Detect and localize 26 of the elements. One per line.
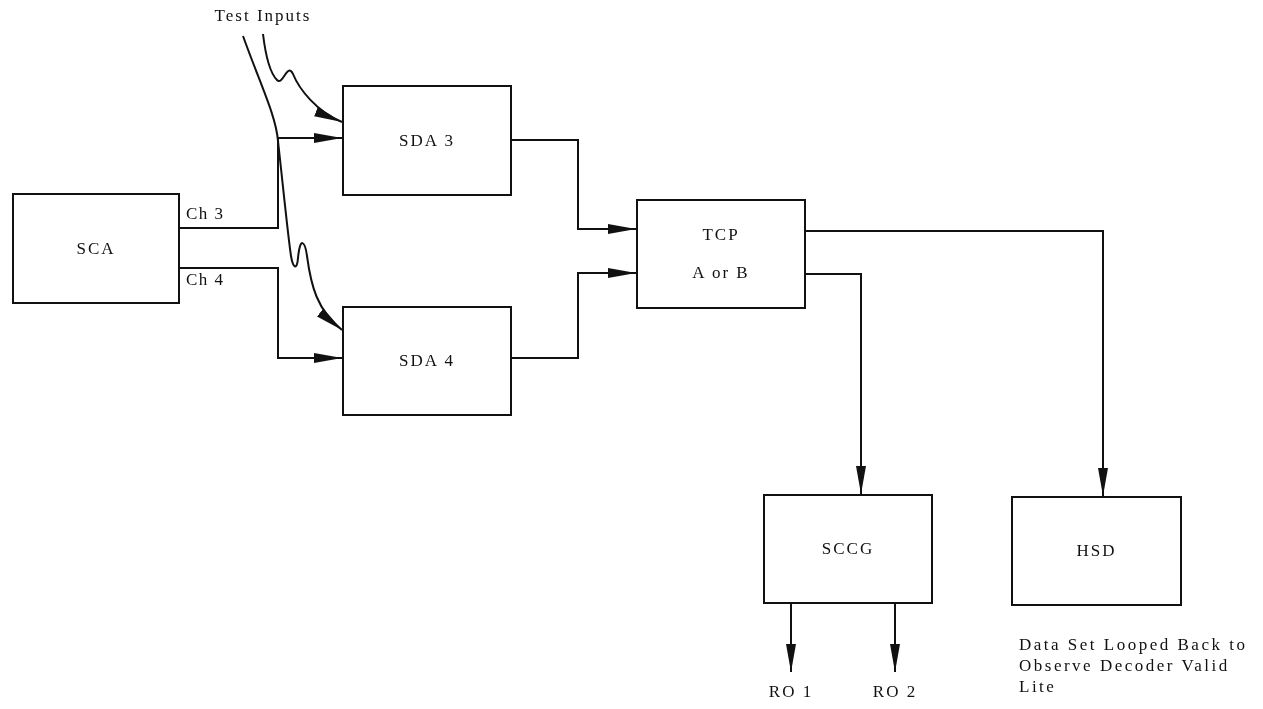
box-label: SCCG [821, 539, 875, 559]
box-label: HSD [1076, 541, 1117, 561]
input-label: Test Inputs [214, 6, 312, 26]
arrow [805, 273, 866, 495]
process-box [342, 85, 512, 196]
output-label: RO 1 [768, 682, 814, 702]
box-label: SDA 4 [399, 351, 455, 371]
box-label: SCA [76, 238, 116, 259]
process-box [342, 306, 512, 416]
note-text: Data Set Looped Back to Observe Decoder Valid Lite [1019, 634, 1249, 697]
process-box [636, 199, 806, 309]
arrow [262, 33, 343, 123]
arrow [511, 268, 637, 359]
arrow [786, 603, 796, 673]
arrow [179, 133, 343, 229]
box-label: SDA 3 [399, 130, 455, 151]
arrow [805, 230, 1108, 497]
arrow [890, 603, 900, 673]
arrow [242, 35, 343, 331]
process-box [763, 494, 933, 604]
arrow [179, 267, 343, 363]
process-box [12, 193, 180, 304]
box-label: TCP [702, 225, 740, 245]
output-label: RO 2 [872, 682, 918, 702]
arrow [511, 139, 637, 234]
box-label: A or B [692, 263, 750, 283]
